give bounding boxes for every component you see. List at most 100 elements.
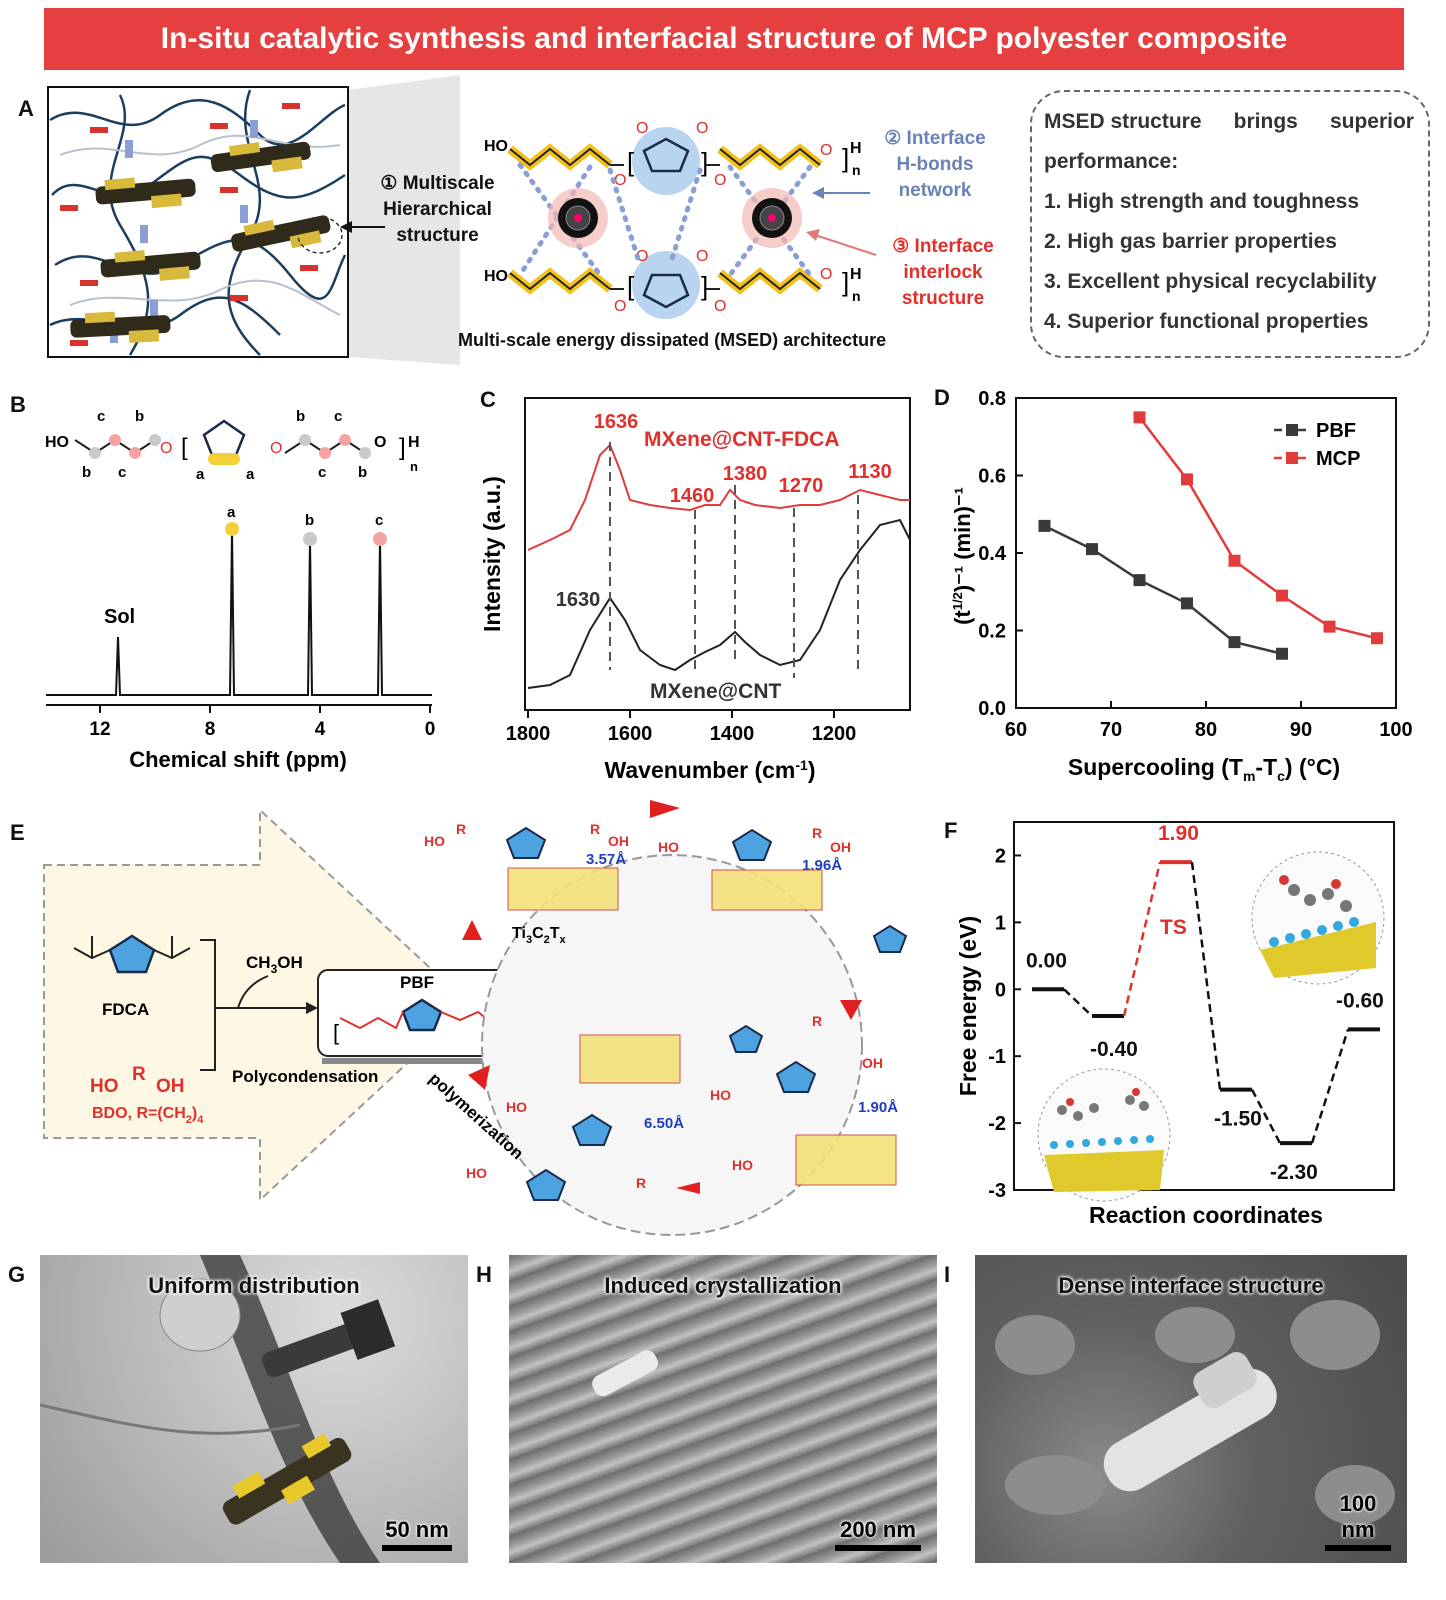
ti3c2tx-label: Ti3C2Tx [512,925,567,946]
msed-molecule: O O O O O O O O O O [] [] ]] [507,120,849,319]
terminal-o: O [374,434,386,451]
chem-letter: c [334,408,342,425]
proton-a-marker [208,453,240,465]
svg-text:]: ] [842,267,849,297]
data-point-pbf [1181,597,1193,610]
svg-text:O: O [820,266,832,283]
scale-bar-h-line [835,1545,921,1551]
y-axis-title: Free energy (eV) [955,916,981,1096]
pbf-label: PBF [400,973,434,992]
proton-b-marker [89,447,101,459]
pbf-box-shadow [322,1058,540,1064]
title-banner: In-situ catalytic synthesis and interfac… [44,8,1404,70]
x-tick-label: 100 [1379,719,1412,741]
ho-label-bottom: HO [484,268,508,285]
peak-label-bottom: 1630 [556,589,601,611]
chem-letter: b [82,464,91,481]
chem-letter: a [196,466,205,483]
series-line-mcp [1138,416,1378,640]
hierarchical-line-1: ① Multiscale [380,173,495,194]
x-axis-title: Wavenumber (cm-1) [605,757,816,783]
svg-text:O: O [714,172,726,189]
plot-frame [1015,397,1397,709]
peak-c-marker [373,532,387,546]
msed-architecture-caption: Multi-scale energy dissipated (MSED) arc… [458,330,887,350]
svg-text:]: ] [701,147,708,177]
proton-c-marker [129,447,141,459]
ho-label: HO [45,434,69,451]
data-point-pbf [1133,574,1146,587]
synthesis-arrow-background [43,807,472,1203]
peak-label-top: 1636 [594,411,639,433]
distance-label: 1.90Å [858,1099,898,1116]
ho-label-top: HO [484,138,508,155]
peak-label-c: c [375,512,383,529]
x-axis-title-main: Supercooling (T [1068,754,1243,780]
cycle-r-label: R [636,1175,646,1191]
cycle-arrows [462,800,862,1194]
panel-label-g: G [8,1262,26,1287]
energy-level-label: -0.40 [1090,1038,1138,1061]
energy-connector [1190,861,1222,1090]
y-axis-title-main: (t [950,610,975,625]
energy-level-label: -1.50 [1214,1108,1262,1131]
y-axis-title-end: )⁻¹ (min)⁻¹ [950,487,975,592]
fdca-label: FDCA [102,1000,149,1019]
hbonds-label: ② Interface H-bonds network [870,126,1000,204]
x-axis-title-sub2: c [1277,768,1285,784]
series-line-pbf [1043,524,1283,655]
panel-label-b: B [10,392,26,417]
data-point-mcp [1228,554,1241,567]
x-axis-title-sub: m [1243,768,1255,784]
bracket-left: [ [181,434,188,461]
msed-item: 3. Excellent physical recyclability [1044,270,1377,293]
h-label: H [408,434,420,451]
y-tick-label: 0.8 [978,388,1006,410]
energy-connector [1250,1089,1282,1144]
chem-letter: c [318,464,326,481]
x-axis-title-sup: -1 [795,757,808,773]
svg-text:O: O [636,248,648,265]
x-tick-label: 60 [1005,719,1027,741]
x-tick-label: 12 [89,719,110,740]
data-point-mcp [1323,620,1336,633]
scale-bar-g: 50 nm [382,1517,452,1551]
interlock-label: ③ Interface interlock structure [878,234,1008,312]
series-label-mxene-cnt: MXene@CNT [650,680,781,703]
cycle-r-label: R [456,821,466,837]
y-axis-title-sup: 1/2 [950,592,965,610]
panel-g-caption: Uniform distribution [148,1273,360,1298]
bdo-ho: HO [90,1076,119,1097]
y-axis-title: Intensity (a.u.) [479,476,505,632]
interlock-line-2: interlock [903,262,983,283]
scale-bar-h-label: 200 nm [840,1517,916,1542]
h-label-top: H [850,140,862,157]
bracket-right: ] [399,434,406,461]
arrow-head-icon [306,1002,318,1014]
bdo-label-sub2: 4 [197,1114,204,1126]
proton-b-marker [149,434,161,446]
pbf-chain-left [339,1011,404,1030]
scale-bar-h: 200 nm [835,1517,921,1551]
msed-item: 2. High gas barrier properties [1044,230,1337,253]
proton-b-marker [359,447,371,459]
arrow-head-icon [812,187,824,199]
y-tick-label: 0.2 [978,621,1006,643]
svg-text:O: O [614,298,626,315]
peak-b-marker [303,532,317,546]
svg-text:O: O [614,172,626,189]
y-tick-label: -1 [988,1046,1006,1068]
ester-o: O [160,440,172,457]
panel-a-graphic: O O O O O O O O O O [] [] ]] HO HO H H n… [47,75,877,365]
peak-guide-lines [609,442,859,678]
chem-letter: b [135,408,144,425]
inset-bottom [1037,1068,1171,1202]
svg-text:O: O [636,120,648,137]
msed-box-subheading: performance: [1044,150,1179,173]
hierarchical-line-3: structure [396,225,479,246]
msed-heading-word-1: MSED structure [1044,110,1202,133]
transition-state-label: TS [1160,916,1187,939]
x-axis-title: Supercooling (Tm-Tc) (°C) [1068,754,1340,784]
n-label-bottom: n [852,288,861,304]
